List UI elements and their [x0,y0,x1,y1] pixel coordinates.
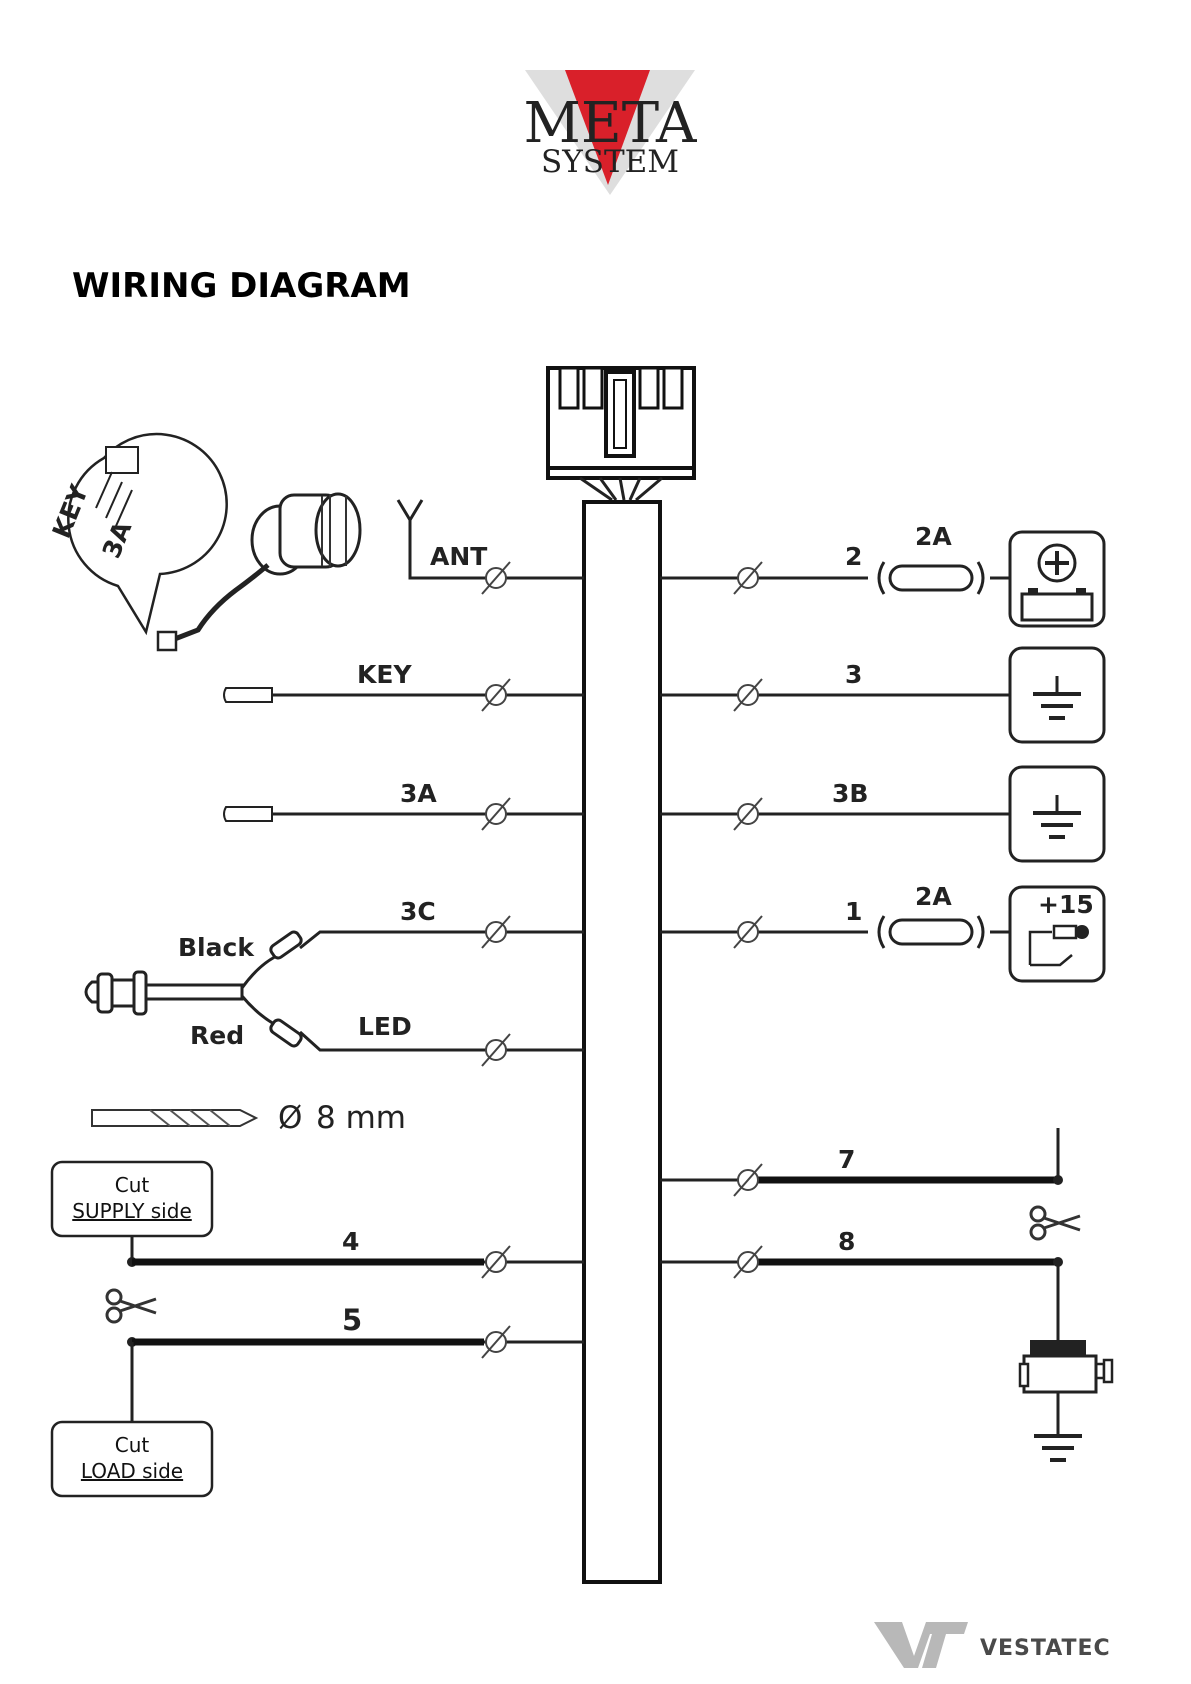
wire-3b: 3B [660,779,1010,830]
label-led: LED [358,1012,412,1041]
label-2: 2 [845,542,862,571]
label-7: 7 [838,1145,855,1174]
label-key: KEY [357,660,412,689]
led-lamp: Black Red [86,930,303,1050]
label-black: Black [178,933,255,962]
fuse-bottom-label: 2A [915,882,952,911]
wire-1: 1 2A [660,882,1010,948]
cut-supply-line1: Cut [115,1173,150,1197]
wire-5: 5 [127,1303,584,1422]
label-8: 8 [838,1227,855,1256]
wire-2: 2 2A [660,522,1010,594]
wire-3c: 3C [300,897,584,948]
scissors-icon-right [1031,1207,1080,1239]
main-connector [548,368,694,500]
cut-supply-box: Cut SUPPLY side [52,1162,212,1236]
starter-motor-icon [1020,1340,1112,1460]
battery-icon [1010,532,1104,626]
ignition-icon: +15 [1010,887,1104,981]
cut-supply-line2: SUPPLY side [72,1199,192,1223]
label-3: 3 [845,660,862,689]
label-4: 4 [342,1227,359,1256]
fuse-top: 2A [879,522,983,594]
key-reader: KEY 3A [47,434,360,650]
wire-8: 8 [660,1227,1063,1340]
label-3c: 3C [400,897,436,926]
label-red: Red [190,1021,244,1050]
vestatec-brand: VESTATEC [980,1636,1111,1661]
drill-size: 8 mm [316,1100,406,1136]
label-3a: 3A [400,779,437,808]
fuse-bottom: 2A [879,882,983,948]
wire-3a: 3A [224,779,584,830]
ground-icon-2 [1010,767,1104,861]
label-3b: 3B [832,779,868,808]
ground-icon-1 [1010,648,1104,742]
fuse-top-label: 2A [915,522,952,551]
wire-led: LED [300,1012,584,1066]
wire-3: 3 [660,660,1010,711]
drill-symbol: Ø [278,1100,302,1136]
cut-load-box: Cut LOAD side [52,1422,212,1496]
vestatec-logo-icon [874,1620,970,1670]
ignition-label: +15 [1038,890,1094,919]
drill-bit: Ø 8 mm [92,1100,406,1136]
harness-trunk [584,502,660,1582]
antenna-wire: ANT [398,500,584,594]
scissors-icon-left [107,1290,156,1322]
cut-load-line2: LOAD side [81,1459,183,1483]
cut-load-line1: Cut [115,1433,150,1457]
label-1: 1 [845,897,862,926]
wire-7: 7 [660,1128,1063,1196]
label-5: 5 [342,1303,362,1337]
label-ant: ANT [430,542,487,571]
key-wire: KEY [224,660,584,711]
